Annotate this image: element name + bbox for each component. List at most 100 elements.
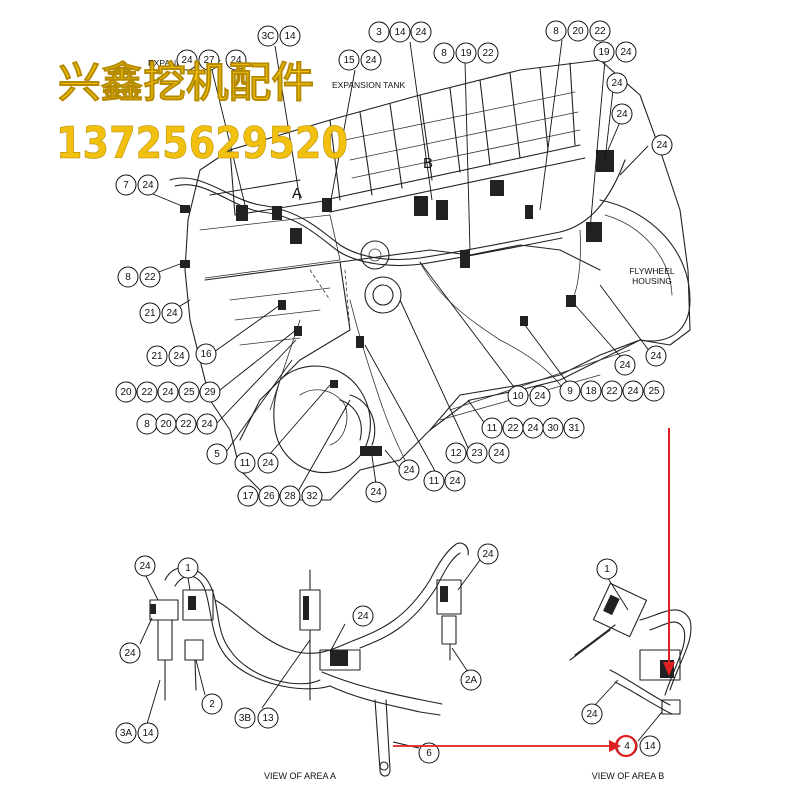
callout-number: 22 bbox=[144, 272, 156, 283]
callout-circle bbox=[175, 413, 197, 435]
callout-circle bbox=[481, 417, 503, 439]
callout-number: 2A bbox=[465, 675, 478, 686]
callout-group-g-24-c: 24 bbox=[651, 134, 673, 156]
callout-number: 32 bbox=[306, 491, 318, 502]
callout-number: 24 bbox=[173, 351, 185, 362]
callout-group-g-24-b: 24 bbox=[611, 103, 633, 125]
callout-circle bbox=[542, 417, 564, 439]
callout-circle bbox=[477, 42, 499, 64]
callout-group-a-3b-13: 3B 13 bbox=[234, 707, 279, 729]
callout-circle bbox=[137, 174, 159, 196]
callout-circle bbox=[338, 49, 360, 71]
callout-circle bbox=[601, 380, 623, 402]
callout-number: 24 bbox=[262, 458, 274, 469]
callout-number: 13 bbox=[262, 713, 274, 724]
callout-circle bbox=[237, 485, 259, 507]
flywheel-label-2: HOUSING bbox=[632, 276, 672, 286]
callout-circle bbox=[563, 417, 585, 439]
callout-circle bbox=[365, 481, 387, 503]
callout-number: 24 bbox=[365, 55, 377, 66]
callout-number: 24 bbox=[415, 27, 427, 38]
callout-group-b-1: 1 bbox=[596, 558, 618, 580]
callout-number: 17 bbox=[242, 491, 254, 502]
callout-circle bbox=[161, 302, 183, 324]
callout-circle bbox=[418, 742, 440, 764]
callout-circle bbox=[234, 452, 256, 474]
callout-number: 6 bbox=[426, 748, 432, 759]
callout-circle bbox=[146, 345, 168, 367]
callout-number: 11 bbox=[429, 476, 440, 487]
callout-circle bbox=[507, 385, 529, 407]
callout-circle bbox=[433, 42, 455, 64]
callout-number: 19 bbox=[598, 47, 610, 58]
callout-number: 23 bbox=[471, 448, 483, 459]
callout-circle bbox=[488, 442, 510, 464]
callout-circle bbox=[136, 381, 158, 403]
callout-group-a-2a: 2A bbox=[460, 669, 482, 691]
callout-number: 27 bbox=[203, 55, 215, 66]
callout-circle bbox=[580, 380, 602, 402]
callout-circle bbox=[455, 42, 477, 64]
callout-circle bbox=[137, 722, 159, 744]
callout-number: 19 bbox=[460, 48, 472, 59]
callout-circle bbox=[279, 25, 301, 47]
view-area-b-illustration bbox=[569, 582, 692, 715]
callout-number: 22 bbox=[594, 26, 606, 37]
callout-circle bbox=[115, 722, 137, 744]
callout-circle bbox=[611, 103, 633, 125]
callout-number: 22 bbox=[180, 419, 192, 430]
callout-number: 14 bbox=[394, 27, 406, 38]
callout-circle bbox=[178, 381, 200, 403]
callout-circle bbox=[398, 459, 420, 481]
callout-circle bbox=[389, 21, 411, 43]
callout-number: 18 bbox=[585, 386, 597, 397]
callout-number: 14 bbox=[142, 728, 154, 739]
callout-circle bbox=[225, 49, 247, 71]
callout-circle bbox=[567, 20, 589, 42]
callout-group-a-24-mid: 24 bbox=[352, 605, 374, 627]
callout-circle bbox=[445, 442, 467, 464]
callout-number: 16 bbox=[200, 349, 212, 360]
callout-circle bbox=[198, 49, 220, 71]
callout-circle bbox=[545, 20, 567, 42]
callout-circle bbox=[368, 21, 390, 43]
callout-number: 24 bbox=[124, 648, 136, 659]
callout-group-g-24-a: 24 bbox=[606, 72, 628, 94]
callout-number: 31 bbox=[568, 423, 580, 434]
callout-number: 24 bbox=[620, 47, 632, 58]
callout-circle bbox=[176, 49, 198, 71]
callout-circle bbox=[559, 380, 581, 402]
callout-number: 30 bbox=[547, 423, 559, 434]
callout-number: 4 bbox=[624, 741, 630, 752]
callout-circle bbox=[115, 174, 137, 196]
callout-number: 25 bbox=[183, 387, 195, 398]
callout-circle bbox=[589, 20, 611, 42]
callout-circle bbox=[529, 385, 551, 407]
callout-circle bbox=[139, 266, 161, 288]
callout-circle bbox=[614, 354, 636, 376]
view-area-a-illustration bbox=[149, 542, 469, 777]
callout-number: 20 bbox=[120, 387, 132, 398]
callout-number: 11 bbox=[240, 458, 251, 469]
callout-number: 3B bbox=[239, 713, 252, 724]
callout-number: 24 bbox=[627, 386, 639, 397]
callout-number: 22 bbox=[507, 423, 519, 434]
callout-number: 1 bbox=[185, 563, 191, 574]
callout-circle bbox=[593, 41, 615, 63]
callout-group-a-24-right: 24 bbox=[477, 543, 499, 565]
callout-circle bbox=[444, 470, 466, 492]
callout-circle bbox=[639, 735, 661, 757]
callout-circle bbox=[352, 605, 374, 627]
annotation-arrowhead-down bbox=[663, 662, 675, 676]
callout-number: 9 bbox=[567, 386, 573, 397]
